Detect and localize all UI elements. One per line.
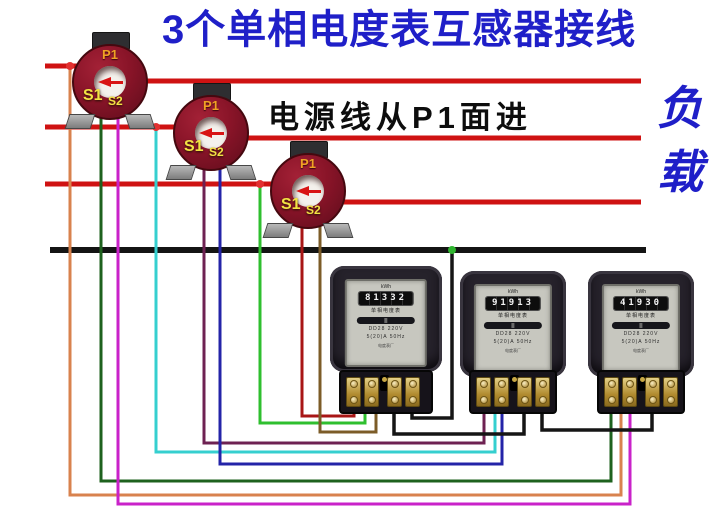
meter-spec-line2: 5(20)A 50Hz (621, 339, 661, 345)
load-label-char-2: 载 (657, 146, 703, 198)
terminal-2 (622, 377, 637, 407)
terminal-block (597, 370, 685, 414)
wire-ct1-s2-to-meter3 (116, 112, 632, 506)
meter-faceplate: kWh 91913 单相电度表 DD28 220V 5(20)A 50Hz 电度… (473, 284, 553, 372)
ct-foot (262, 223, 294, 238)
ct-s2-label: S2 (108, 94, 123, 108)
terminal-3 (517, 377, 532, 407)
meter-faceplate: kWh 81332 单相电度表 DD28 220V 5(20)A 50Hz 电度… (344, 279, 428, 367)
meter-counter: 91913 (486, 297, 540, 310)
arrow-left-icon (296, 186, 321, 196)
terminal-3 (387, 377, 402, 407)
terminal-3 (645, 377, 660, 407)
tap-a-junction (66, 62, 74, 70)
current-transformer-3: P1 S1 S2 (262, 141, 354, 241)
ct-toroid (270, 153, 346, 229)
ct-toroid (173, 95, 249, 171)
meter-type-label: 单相电度表 (497, 313, 528, 319)
terminal-1 (604, 377, 619, 407)
kwh-unit-label: kWh (636, 289, 646, 295)
wire-ct3-s2-to-meter1 (318, 220, 378, 434)
meter-counter: 81332 (358, 292, 413, 305)
terminal-center-tab (638, 375, 647, 391)
subtitle-p1-note: 电源线从P1面进 (268, 100, 532, 135)
terminal-center-tab (380, 375, 389, 391)
current-transformer-2: P1 S1 S2 (165, 83, 257, 183)
kwh-meter-2: kWh 91913 单相电度表 DD28 220V 5(20)A 50Hz 电度… (460, 271, 566, 414)
ct-s2-label: S2 (306, 203, 321, 217)
wire-ct1-s1-to-meter3 (99, 110, 613, 483)
ct-foot (322, 223, 354, 238)
tap-c-junction (256, 180, 264, 188)
arrow-left-icon (98, 77, 123, 87)
wire-meter2-t4-to-meter3-t3 (540, 398, 654, 432)
ct-p1-label: P1 (102, 47, 118, 62)
terminal-2 (364, 377, 379, 407)
load-label: 负 载 (648, 76, 712, 204)
page-title: 3个单相电度表互感器接线 (162, 8, 637, 52)
meter-faceplate: kWh 41930 单相电度表 DD28 220V 5(20)A 50Hz 电度… (601, 284, 681, 372)
wire-voltage-tap-b-to-meter2 (154, 128, 497, 454)
ct-s1-label: S1 (83, 87, 103, 104)
meter-type-label: 单相电度表 (625, 313, 656, 319)
wire-ct2-s1-to-meter2 (202, 160, 486, 445)
kwh-unit-label: kWh (508, 289, 518, 295)
ct-s1-label: S1 (281, 196, 301, 213)
terminal-4 (405, 377, 420, 407)
wire-meter1-t3-to-meter2-t3 (392, 396, 526, 436)
meter-maker-label: 电度表厂 (505, 348, 521, 353)
current-transformer-1: P1 S1 S2 (64, 32, 156, 132)
terminal-1 (346, 377, 361, 407)
meter-body: kWh 81332 单相电度表 DD28 220V 5(20)A 50Hz 电度… (330, 266, 442, 372)
meter-disc-window (612, 322, 670, 329)
ct-foot (64, 114, 96, 129)
load-label-char-1: 负 (657, 82, 703, 134)
terminal-block (469, 370, 557, 414)
ct-p1-label: P1 (300, 156, 316, 171)
meter-type-label: 单相电度表 (370, 308, 402, 314)
meter-counter: 41930 (614, 297, 668, 310)
terminal-block (339, 370, 433, 414)
meter-spec-line1: DD28 220V (368, 326, 404, 332)
meter-spec-line2: 5(20)A 50Hz (493, 339, 533, 345)
terminal-2 (494, 377, 509, 407)
meter-disc-window (484, 322, 542, 329)
neutral-junction (448, 246, 456, 254)
ct-foot (124, 114, 156, 129)
meter-body: kWh 41930 单相电度表 DD28 220V 5(20)A 50Hz 电度… (588, 271, 694, 377)
terminal-4 (535, 377, 550, 407)
meter-spec-line1: DD28 220V (495, 331, 531, 337)
wire-voltage-tap-a-to-meter3 (68, 67, 623, 497)
terminal-4 (663, 377, 678, 407)
kwh-meter-1: kWh 81332 单相电度表 DD28 220V 5(20)A 50Hz 电度… (330, 266, 442, 414)
arrow-left-icon (199, 128, 224, 138)
ct-s2-label: S2 (209, 145, 224, 159)
kwh-meter-3: kWh 41930 单相电度表 DD28 220V 5(20)A 50Hz 电度… (588, 271, 694, 414)
ct-toroid (72, 44, 148, 120)
meter-spec-line2: 5(20)A 50Hz (366, 334, 406, 340)
terminal-1 (476, 377, 491, 407)
wire-ct2-s2-to-meter2 (218, 163, 504, 466)
ct-s1-label: S1 (184, 138, 204, 155)
meter-spec-line1: DD28 220V (623, 331, 659, 337)
meter-body: kWh 91913 单相电度表 DD28 220V 5(20)A 50Hz 电度… (460, 271, 566, 377)
terminal-center-tab (510, 375, 519, 391)
meter-maker-label: 电度表厂 (633, 348, 649, 353)
meter-disc-window (356, 317, 415, 324)
ct-foot (165, 165, 197, 180)
ct-p1-label: P1 (203, 98, 219, 113)
kwh-unit-label: kWh (380, 284, 391, 290)
meter-maker-label: 电度表厂 (377, 343, 394, 348)
ct-foot (225, 165, 257, 180)
